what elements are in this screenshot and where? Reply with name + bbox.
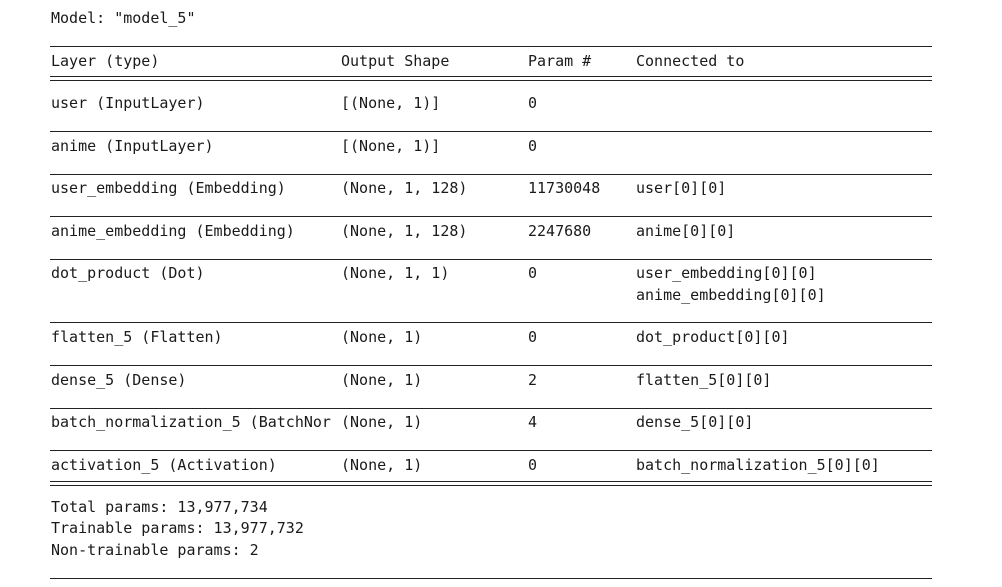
connected-to-item: user_embedding[0][0] xyxy=(636,264,817,282)
connected-to: anime[0][0] xyxy=(636,220,735,242)
layer-name: user_embedding (Embedding) xyxy=(51,179,286,197)
total-params: Total params: 13,977,734 xyxy=(51,498,268,516)
row-divider xyxy=(50,174,932,175)
trainable-params: Trainable params: 13,977,732 xyxy=(51,519,304,537)
output-shape: [(None, 1)] xyxy=(341,94,441,112)
layer-name: user (InputLayer) xyxy=(51,94,205,112)
output-shape: (None, 1) xyxy=(341,371,423,389)
output-shape: [(None, 1)] xyxy=(341,137,441,155)
output-shape: (None, 1) xyxy=(341,456,423,474)
param-count: 4 xyxy=(528,413,538,431)
layer-name: anime (InputLayer) xyxy=(51,137,214,155)
row-divider xyxy=(50,450,932,451)
layer-name: flatten_5 (Flatten) xyxy=(51,328,223,346)
param-count: 0 xyxy=(528,264,538,282)
top-rule xyxy=(50,46,932,47)
param-count: 0 xyxy=(528,456,538,474)
layer-name: activation_5 (Activation) xyxy=(51,456,277,474)
footer-double-rule xyxy=(50,481,932,486)
connected-to: dense_5[0][0] xyxy=(636,411,753,433)
header-params: Param # xyxy=(528,52,592,70)
connected-to: dot_product[0][0] xyxy=(636,326,790,348)
connected-to-item: dense_5[0][0] xyxy=(636,413,754,431)
connected-to-item: flatten_5[0][0] xyxy=(636,371,772,389)
param-count: 2247680 xyxy=(528,222,592,240)
output-shape: (None, 1) xyxy=(341,413,423,431)
layer-name: anime_embedding (Embedding) xyxy=(51,222,295,240)
connected-to: user[0][0] xyxy=(636,177,726,199)
connected-to-item: anime_embedding[0][0] xyxy=(636,286,826,304)
connected-to-item: anime[0][0] xyxy=(636,222,736,240)
connected-to: flatten_5[0][0] xyxy=(636,369,771,391)
row-divider xyxy=(50,259,932,260)
output-shape: (None, 1, 128) xyxy=(341,179,468,197)
row-divider xyxy=(50,216,932,217)
row-divider xyxy=(50,131,932,132)
header-output-shape: Output Shape xyxy=(341,52,450,70)
layer-name: dot_product (Dot) xyxy=(51,264,205,282)
header-connected-to: Connected to xyxy=(636,52,745,70)
non-trainable-params: Non-trainable params: 2 xyxy=(51,541,259,559)
param-count: 0 xyxy=(528,137,538,155)
model-title: Model: "model_5" xyxy=(51,9,196,27)
connected-to-item: batch_normalization_5[0][0] xyxy=(636,456,880,474)
output-shape: (None, 1) xyxy=(341,328,423,346)
connected-to-item: user[0][0] xyxy=(636,179,727,197)
connected-to: batch_normalization_5[0][0] xyxy=(636,454,880,476)
layer-name: batch_normalization_5 (BatchNor xyxy=(51,413,331,431)
row-divider xyxy=(50,408,932,409)
output-shape: (None, 1, 1) xyxy=(341,264,450,282)
connected-to: user_embedding[0][0] anime_embedding[0][0… xyxy=(636,262,826,306)
bottom-rule xyxy=(50,578,932,579)
param-count: 2 xyxy=(528,371,538,389)
layer-name: dense_5 (Dense) xyxy=(51,371,187,389)
param-count: 11730048 xyxy=(528,179,601,197)
param-count: 0 xyxy=(528,328,538,346)
connected-to-item: dot_product[0][0] xyxy=(636,328,790,346)
header-double-rule xyxy=(50,76,932,81)
header-layer: Layer (type) xyxy=(51,52,160,70)
output-shape: (None, 1, 128) xyxy=(341,222,468,240)
row-divider xyxy=(50,322,932,323)
param-count: 0 xyxy=(528,94,538,112)
row-divider xyxy=(50,365,932,366)
